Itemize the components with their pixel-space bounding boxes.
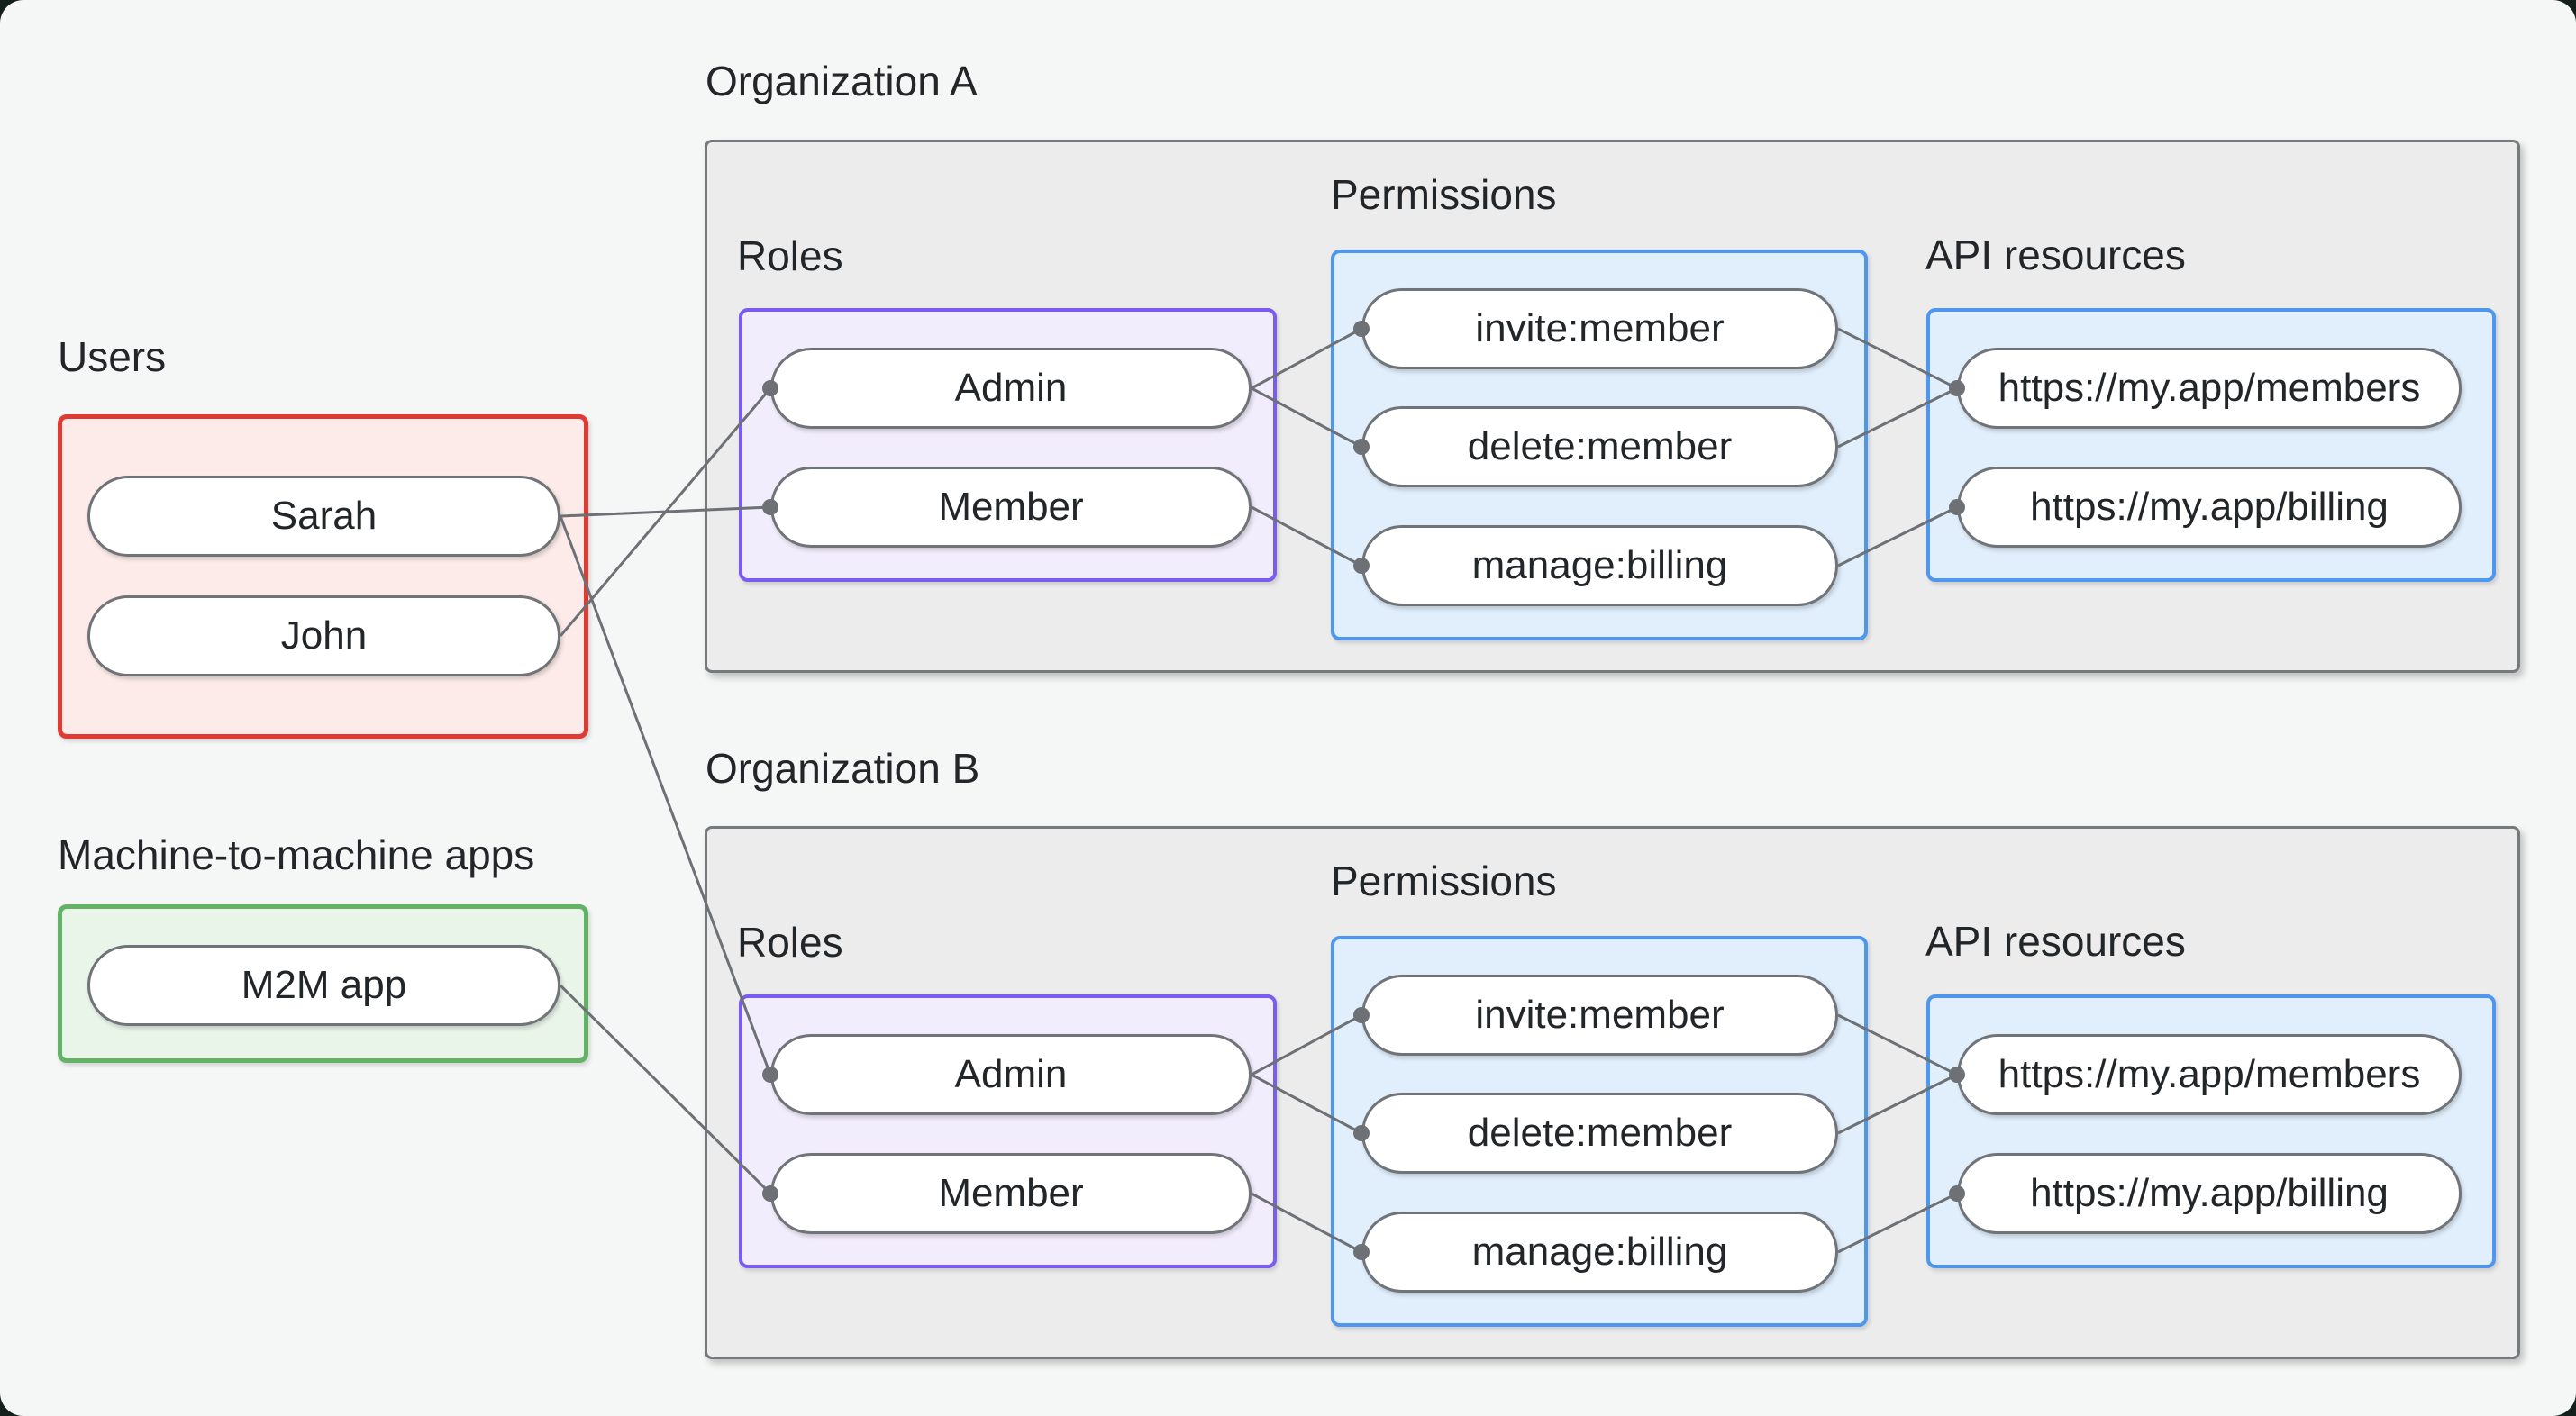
node-org-b-role-admin: Admin [770,1034,1252,1115]
node-org-a-perm-manage-billing: manage:billing [1361,525,1838,606]
org-a-title: Organization A [705,58,978,104]
node-org-a-role-member: Member [770,467,1252,548]
node-org-a-perm-delete-member: delete:member [1361,406,1838,487]
node-user-john: John [87,595,560,676]
node-org-b-role-member: Member [770,1153,1252,1234]
node-org-b-perm-invite-member: invite:member [1361,975,1838,1056]
org-a-roles-label: Roles [737,232,843,279]
org-b-permissions-label: Permissions [1331,858,1557,904]
node-org-b-api-billing: https://my.app/billing [1957,1153,2462,1234]
org-b-roles-label: Roles [737,919,843,966]
node-org-a-api-billing: https://my.app/billing [1957,467,2462,548]
node-org-a-api-members: https://my.app/members [1957,348,2462,429]
node-org-a-perm-invite-member: invite:member [1361,288,1838,369]
org-b-title: Organization B [705,745,980,792]
node-user-sarah: Sarah [87,476,560,557]
users-group-box [58,414,588,739]
org-a-permissions-label: Permissions [1331,171,1557,218]
org-a-api-resources-label: API resources [1925,231,2186,278]
node-org-a-role-admin: Admin [770,348,1252,429]
node-org-b-perm-delete-member: delete:member [1361,1093,1838,1174]
org-b-api-resources-label: API resources [1925,918,2186,965]
users-group-label: Users [58,333,167,380]
node-org-b-api-members: https://my.app/members [1957,1034,2462,1115]
node-m2m-app: M2M app [87,945,560,1026]
m2m-group-label: Machine-to-machine apps [58,831,535,878]
node-org-b-perm-manage-billing: manage:billing [1361,1212,1838,1293]
